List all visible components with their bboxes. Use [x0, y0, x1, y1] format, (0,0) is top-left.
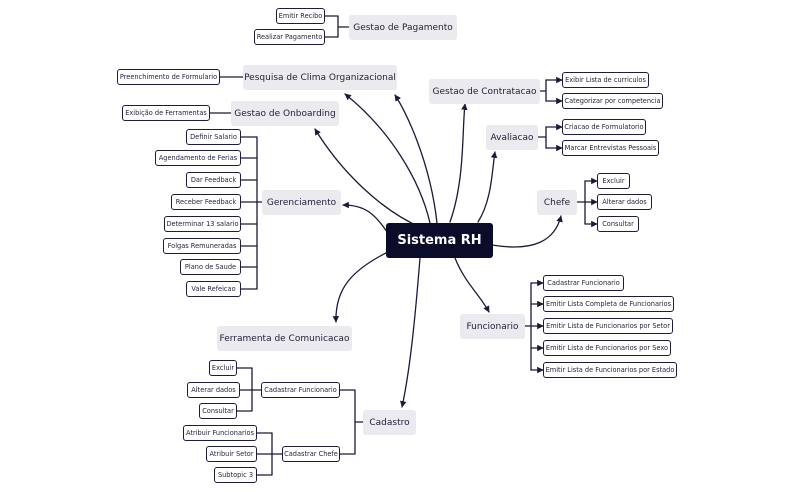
subtopic-chefe-excluir[interactable]: Excluir — [597, 173, 630, 189]
topic-cadastro[interactable]: Cadastro — [363, 410, 416, 435]
subtopic-func-cadastrar[interactable]: Cadastrar Funcionario — [543, 275, 624, 291]
subtopic-exibicao-ferramentas[interactable]: Exibição de Ferramentas — [122, 105, 210, 121]
subtopic-plano-saude[interactable]: Plano de Saude — [180, 259, 241, 275]
root-topic[interactable]: Sistema RH — [386, 223, 493, 258]
topic-gerenciamento[interactable]: Gerenciamento — [262, 190, 341, 215]
topic-funcionario[interactable]: Funcionario — [460, 314, 525, 339]
subtopic-atribuir-setor[interactable]: Atribuir Setor — [206, 446, 257, 462]
subtopic-func-lista-setor[interactable]: Emitir Lista de Funcionarios por Setor — [543, 318, 673, 334]
subtopic-chefe-consultar[interactable]: Consultar — [597, 216, 639, 232]
subtopic-dar-feedback[interactable]: Dar Feedback — [186, 172, 241, 188]
subtopic-cadastrar-chefe[interactable]: Cadastrar Chefe — [282, 446, 340, 462]
topic-gestao-contratacao[interactable]: Gestao de Contratacao — [429, 79, 540, 104]
subtopic-cadastro-alterar-dados[interactable]: Alterar dados — [187, 382, 240, 398]
subtopic-agendamento-ferias[interactable]: Agendamento de Ferias — [155, 150, 241, 166]
subtopic-vale-refeicao[interactable]: Vale Refeicao — [186, 281, 241, 297]
topic-ferramenta-comunicacao[interactable]: Ferramenta de Comunicacao — [217, 326, 352, 351]
subtopic-realizar-pagamento[interactable]: Realizar Pagamento — [254, 29, 325, 45]
subtopic-cadastrar-funcionario[interactable]: Cadastrar Funcionario — [261, 382, 340, 398]
subtopic-atribuir-funcionarios[interactable]: Atribuir Funcionarios — [183, 425, 257, 441]
subtopic-func-lista-estado[interactable]: Emitir Lista de Funcionarios por Estado — [543, 362, 677, 378]
subtopic-func-lista-sexo[interactable]: Emitir Lista de Funcionarios por Sexo — [543, 340, 671, 356]
topic-chefe[interactable]: Chefe — [537, 190, 577, 215]
subtopic-cadastro-excluir[interactable]: Excluir — [209, 360, 237, 376]
subtopic-preenchimento-formulario[interactable]: Preenchimento de Formulario — [117, 69, 220, 85]
subtopic-exibir-lista-curriculos[interactable]: Exibir Lista de curriculos — [562, 72, 649, 88]
subtopic-categorizar-competencia[interactable]: Categorizar por competencia — [562, 93, 663, 109]
subtopic-emitir-recibo[interactable]: Emitir Recibo — [276, 8, 325, 24]
topic-avaliacao[interactable]: Avaliacao — [486, 125, 538, 150]
subtopic-subtopic-3[interactable]: Subtopic 3 — [214, 467, 257, 483]
subtopic-folgas-remuneradas[interactable]: Folgas Remuneradas — [163, 238, 241, 254]
subtopic-definir-salario[interactable]: Definir Salario — [186, 129, 241, 145]
subtopic-determinar-13-salario[interactable]: Determinar 13 salario — [164, 216, 241, 232]
topic-gestao-pagamento[interactable]: Gestao de Pagamento — [349, 15, 457, 40]
subtopic-cadastro-consultar[interactable]: Consultar — [199, 403, 237, 419]
topic-pesquisa-clima[interactable]: Pesquisa de Clima Organizacional — [243, 65, 397, 90]
subtopic-receber-feedback[interactable]: Receber Feedback — [171, 194, 241, 210]
subtopic-marcar-entrevistas[interactable]: Marcar Entrevistas Pessoais — [562, 140, 659, 156]
subtopic-func-lista-completa[interactable]: Emitir Lista Completa de Funcionarios — [543, 296, 674, 312]
subtopic-chefe-alterar-dados[interactable]: Alterar dados — [597, 194, 652, 210]
topic-gestao-onboarding[interactable]: Gestao de Onboarding — [231, 101, 339, 126]
subtopic-criacao-formulatorio[interactable]: Criacao de Formulatorio — [562, 119, 646, 135]
